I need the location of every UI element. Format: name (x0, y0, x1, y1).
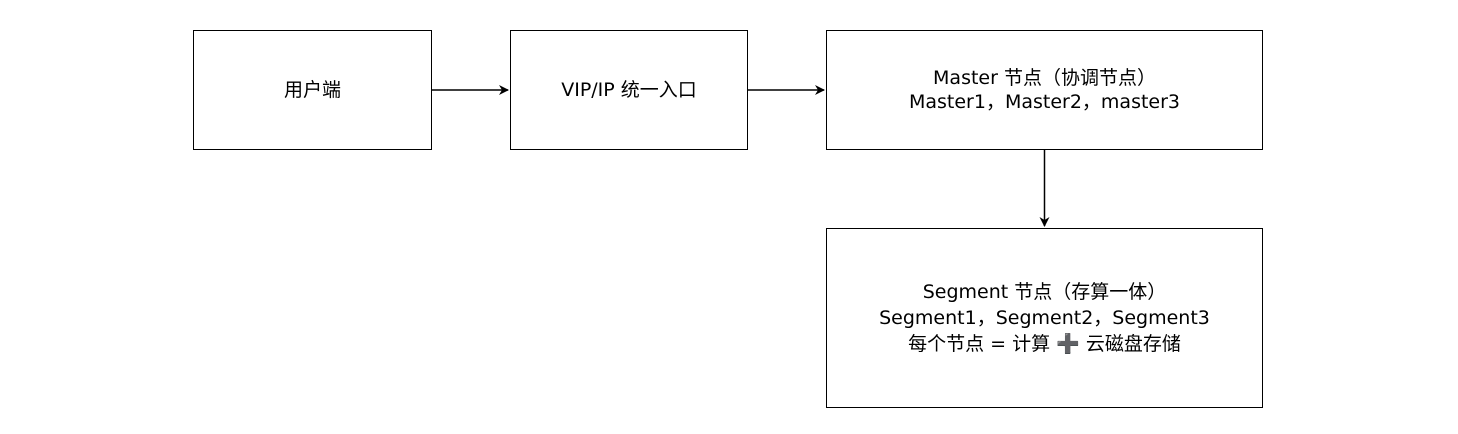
client-node-label: 用户端 (283, 79, 341, 101)
client-node[interactable]: 用户端 (193, 30, 432, 150)
segment-node[interactable]: Segment 节点（存算一体） Segment1，Segment2，Segme… (826, 228, 1263, 408)
master-node-members: Master1，Master2，master3 (908, 91, 1181, 113)
vip-entry-node[interactable]: VIP/IP 统一入口 (510, 30, 748, 150)
segment-node-note: 每个节点 = 计算 ➕ 云磁盘存储 (908, 333, 1181, 355)
segment-node-title: Segment 节点（存算一体） (922, 281, 1167, 303)
master-node[interactable]: Master 节点（协调节点） Master1，Master2，master3 (826, 30, 1263, 150)
segment-node-members: Segment1，Segment2，Segment3 (879, 307, 1210, 329)
vip-entry-node-label: VIP/IP 统一入口 (561, 79, 697, 101)
master-node-title: Master 节点（协调节点） (933, 67, 1156, 89)
